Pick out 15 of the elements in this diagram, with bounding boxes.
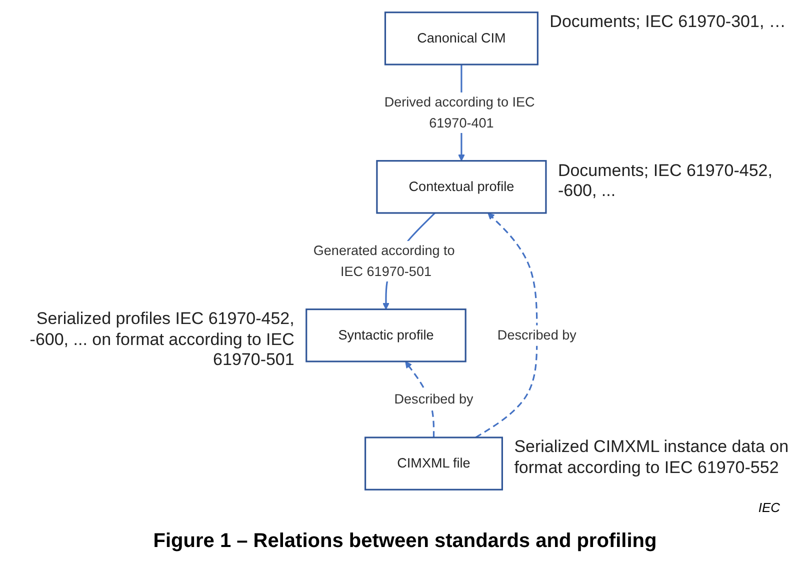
edge-label: Described by [394,392,474,407]
node-box: Canonical CIM [384,12,538,66]
source-note: IEC [758,500,780,515]
edge-label: Described by [497,328,576,343]
node-annotation: Serialized CIMXML instance data on format according to IEC 61970-552 [514,437,790,478]
node-annotation: Documents; IEC 61970-301, … [550,12,787,33]
node-box: CIMXML file [364,436,503,490]
node-annotation: Serialized profiles IEC 61970-452, -600, ... on format according to IEC 61970-501 [28,309,294,370]
arrow [475,212,538,438]
node-annotation: Documents; IEC 61970-452, -600, ... [558,160,774,202]
edge-label: Derived according to IEC 61970-401 [384,94,535,130]
node-box: Contextual profile [376,160,547,214]
edge-label: Generated according to IEC 61970-501 [313,243,455,279]
node-box: Syntactic profile [306,308,466,362]
figure-caption: Figure 1 – Relations between standards and profiling [152,530,658,553]
